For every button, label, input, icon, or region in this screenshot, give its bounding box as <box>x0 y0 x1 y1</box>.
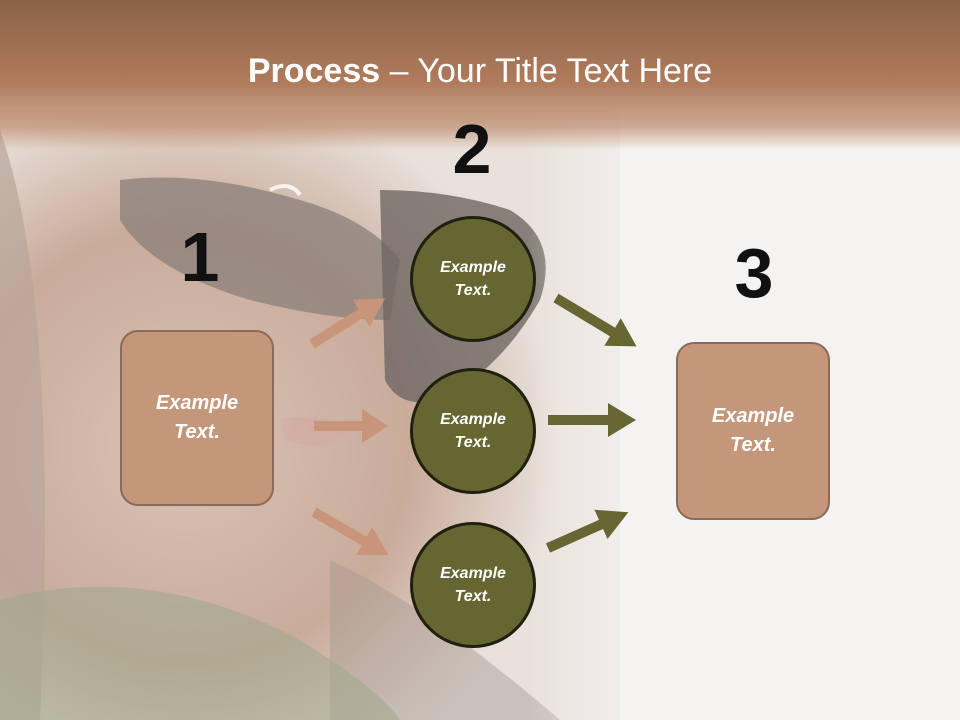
arrow-from-circle-2 <box>548 403 636 437</box>
circle-1-text: Example Text. <box>440 259 506 299</box>
step-1-text: Example Text. <box>155 392 239 443</box>
arrow-from-circle-1 <box>553 293 637 347</box>
step-2-circle-3: Example Text. <box>410 522 536 648</box>
step-number-1: 1 <box>180 218 220 296</box>
arrow-to-circle-2 <box>314 409 388 443</box>
circle-3-text: Example Text. <box>440 565 506 605</box>
step-3-box: Example Text. <box>676 342 830 520</box>
right-arrows <box>545 293 637 553</box>
step-1-box: Example Text. <box>120 330 274 506</box>
circle-2-text: Example Text. <box>440 411 506 451</box>
title-rest: – Your Title Text Here <box>380 52 713 90</box>
step-2-circle-2: Example Text. <box>410 368 536 494</box>
slide-title: Process – Your Title Text Here <box>0 52 960 91</box>
arrow-to-circle-3 <box>311 507 389 555</box>
left-arrows <box>309 298 389 555</box>
arrow-to-circle-1 <box>309 298 385 349</box>
title-banner <box>0 0 960 150</box>
step-2-circle-1: Example Text. <box>410 216 536 342</box>
step-number-3: 3 <box>734 234 774 312</box>
arrow-from-circle-3 <box>545 509 629 553</box>
title-bold: Process <box>247 52 381 90</box>
step-3-text: Example Text. <box>711 405 795 456</box>
step-number-2: 2 <box>452 110 492 188</box>
